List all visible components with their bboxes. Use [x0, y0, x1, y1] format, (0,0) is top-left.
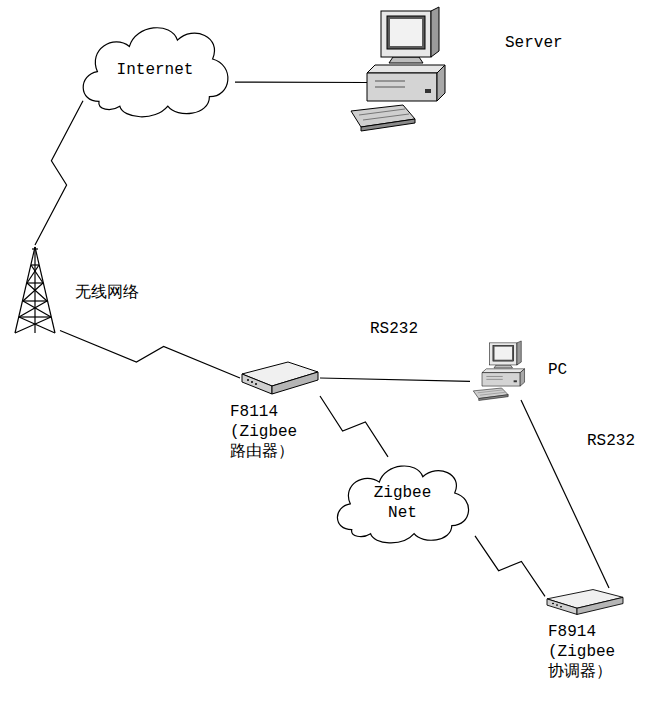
- zigbee-router: F8114 (Zigbee 路由器）: [240, 360, 320, 396]
- node-label: 无线网络: [75, 283, 165, 303]
- internet-cloud: Internet: [75, 15, 235, 125]
- wireless-link: [35, 101, 83, 245]
- cable-line: [320, 378, 470, 381]
- pc-computer: PC: [470, 340, 530, 400]
- edge-label: RS232: [585, 432, 637, 450]
- node-label: PC: [548, 360, 588, 380]
- cable-line: [235, 81, 367, 83]
- edge-label: RS232: [368, 320, 420, 338]
- zigbee-cloud: Zigbee Net: [330, 455, 475, 550]
- node-label: F8914 (Zigbee 协调器）: [548, 622, 640, 682]
- router-box: [545, 588, 625, 616]
- server-computer: Server: [345, 5, 455, 130]
- cloud-outline: [330, 455, 475, 550]
- node-label: Internet: [75, 15, 235, 125]
- computer-icon: [470, 340, 530, 400]
- zigbee-coordinator: F8914 (Zigbee 协调器）: [545, 588, 625, 616]
- wireless-tower: 无线网络: [10, 245, 60, 335]
- cable-line: [521, 400, 609, 588]
- radio-tower: [10, 245, 60, 335]
- node-label: Zigbee Net: [330, 455, 475, 550]
- node-label: Server: [505, 33, 595, 53]
- wireless-link: [60, 331, 240, 379]
- wireless-link: [320, 396, 388, 457]
- node-label: F8114 (Zigbee 路由器）: [230, 402, 314, 462]
- router-box: [240, 360, 320, 396]
- computer-icon: [345, 5, 455, 130]
- wireless-link: [475, 536, 545, 597]
